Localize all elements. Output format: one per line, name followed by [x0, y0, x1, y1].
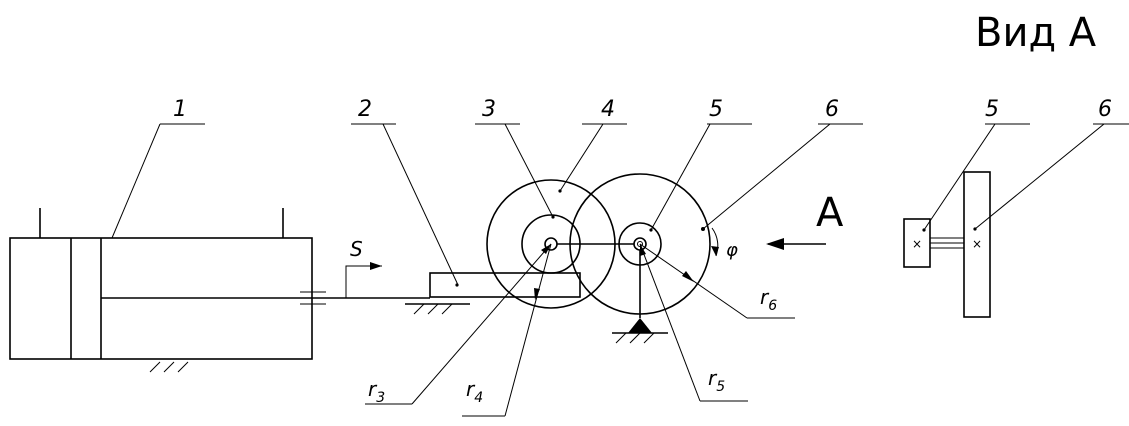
radius-labels: r3 r4 r5 r6 [368, 285, 777, 406]
side-label-6: 6 [1098, 97, 1112, 122]
view-arrow: A [766, 190, 844, 250]
part-label-3: 3 [482, 97, 496, 122]
side-view: × × 5 6 [903, 97, 1129, 318]
displacement-label: S [350, 237, 363, 261]
radius-label-r4: r4 [466, 377, 483, 406]
part-leaders [111, 123, 863, 286]
displacement-arrow: S [345, 237, 382, 298]
part-label-4: 4 [601, 97, 615, 122]
side-label-5: 5 [985, 97, 999, 122]
support [612, 250, 668, 344]
part-labels: 1 2 3 4 5 6 [173, 97, 839, 122]
part-label-1: 1 [173, 97, 187, 122]
svg-text:×: × [912, 237, 922, 251]
view-title: Вид А [975, 10, 1097, 56]
view-arrow-label: A [816, 190, 844, 236]
radius-label-r6: r6 [760, 285, 777, 314]
radius-label-r5: r5 [708, 366, 725, 395]
hydraulic-cylinder [9, 208, 313, 373]
part-label-2: 2 [358, 97, 372, 122]
radius-label-r3: r3 [368, 377, 385, 406]
piston-rod [101, 291, 430, 305]
rack [405, 272, 581, 315]
rotation-indicator: φ [711, 227, 738, 261]
rotation-label: φ [726, 240, 738, 261]
part-label-6: 6 [825, 97, 839, 122]
part-label-5: 5 [709, 97, 723, 122]
radius-leaders [365, 243, 795, 417]
svg-text:×: × [972, 237, 982, 251]
